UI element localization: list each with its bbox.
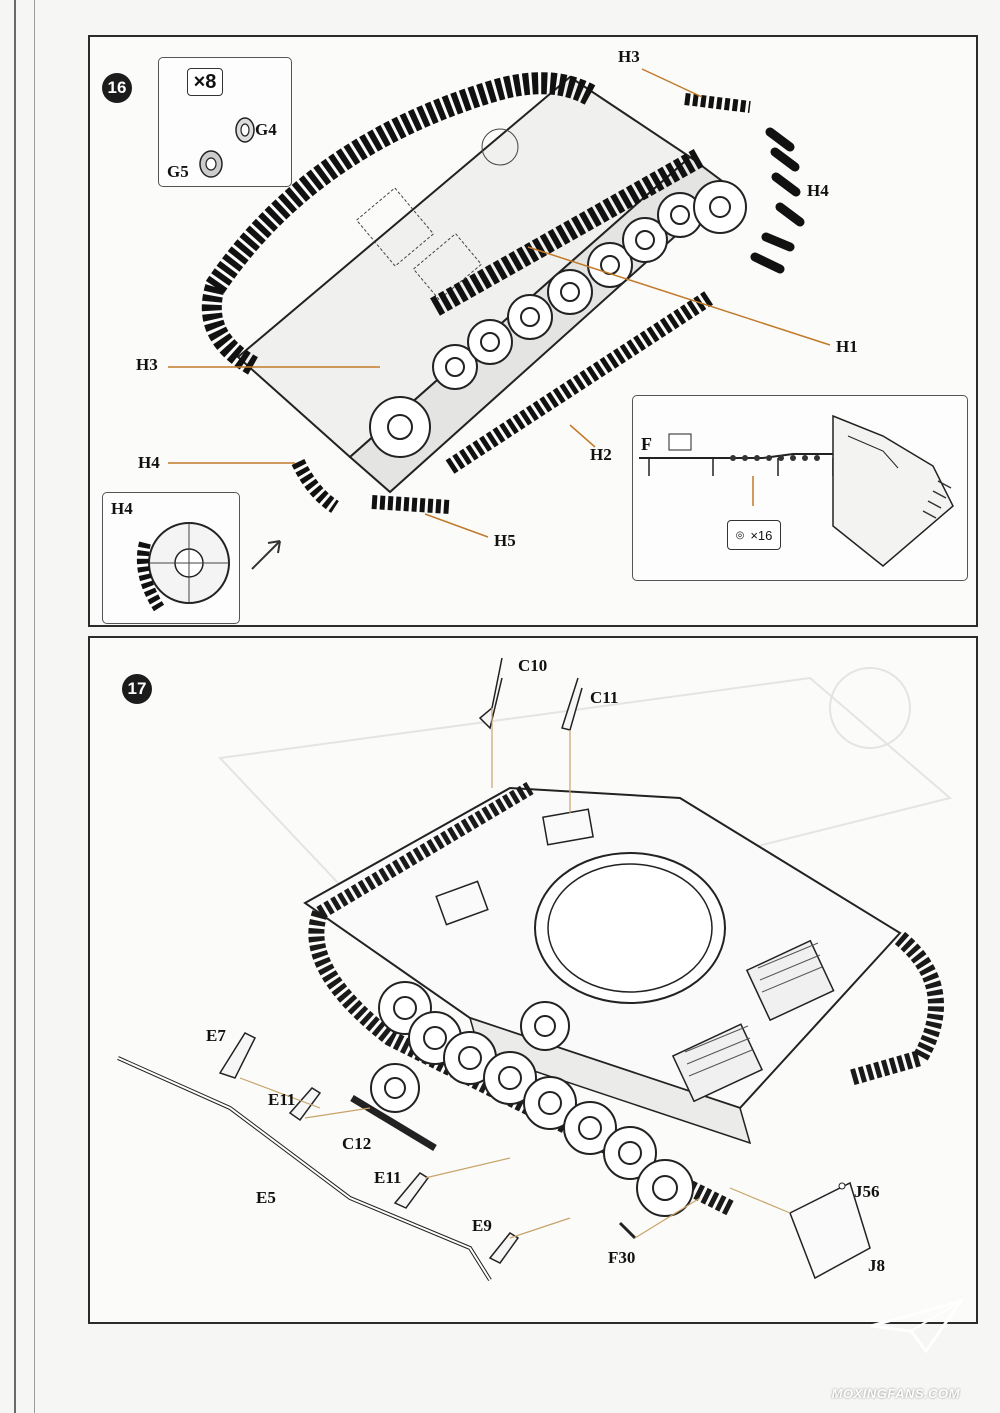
- callout-h1: H1: [836, 337, 858, 356]
- quantity-badge: ×8: [187, 68, 223, 96]
- callout-c12: C12: [342, 1134, 372, 1153]
- step-17-number: 17: [122, 674, 152, 704]
- bearing-g4-icon: [235, 117, 255, 143]
- callout-h4-right: H4: [807, 181, 829, 200]
- hull-underside-drawing: [168, 68, 831, 570]
- step-16-panel: 16 ×8 G4 G5: [88, 35, 978, 627]
- callout-h3-left: H3: [136, 355, 158, 374]
- callout-j8: J8: [868, 1256, 885, 1275]
- part-label-g4: G4: [255, 120, 277, 139]
- callout-f30: F30: [608, 1248, 636, 1267]
- hull-upper-drawing: [117, 657, 953, 1282]
- callout-e7: E7: [206, 1026, 226, 1045]
- bearing-g5-icon: [199, 150, 223, 178]
- step-16-number: 16: [102, 73, 132, 103]
- callout-h4-left: H4: [138, 453, 160, 472]
- sprue-detail-drawing: [639, 414, 954, 567]
- callout-h2: H2: [590, 445, 612, 464]
- sprue-detail-inset: F ◎ ×16: [632, 395, 968, 581]
- callout-c10: C10: [518, 656, 548, 675]
- watermark-logo-icon: [870, 1298, 965, 1354]
- callout-e11-a: E11: [268, 1090, 296, 1109]
- sprocket-wheel-icon: [136, 522, 230, 612]
- wheel-inset-label: H4: [111, 499, 133, 518]
- callout-h3-top: H3: [618, 47, 640, 66]
- detail-quantity-badge: ◎ ×16: [727, 520, 781, 550]
- callout-e11-b: E11: [374, 1168, 402, 1187]
- sprue-label-f: F: [641, 434, 652, 454]
- detail-qty-text: ×16: [750, 527, 773, 543]
- rivet-icon: ◎: [735, 529, 745, 541]
- watermark-text: MOXINGFANS.COM: [831, 1386, 960, 1401]
- callout-e5: E5: [256, 1188, 276, 1207]
- binding-margin-line: [34, 0, 35, 1413]
- callout-e9: E9: [472, 1216, 492, 1235]
- callout-c11: C11: [590, 688, 619, 707]
- step-17-panel: 17: [88, 636, 978, 1324]
- part-label-g5: G5: [167, 162, 189, 181]
- callout-h5: H5: [494, 531, 516, 550]
- callout-j56: J56: [854, 1182, 880, 1201]
- parts-inset-g4-g5: ×8 G4 G5: [158, 57, 292, 187]
- sprocket-wheel-inset: H4: [102, 492, 240, 624]
- binding-edge-line: [14, 0, 16, 1413]
